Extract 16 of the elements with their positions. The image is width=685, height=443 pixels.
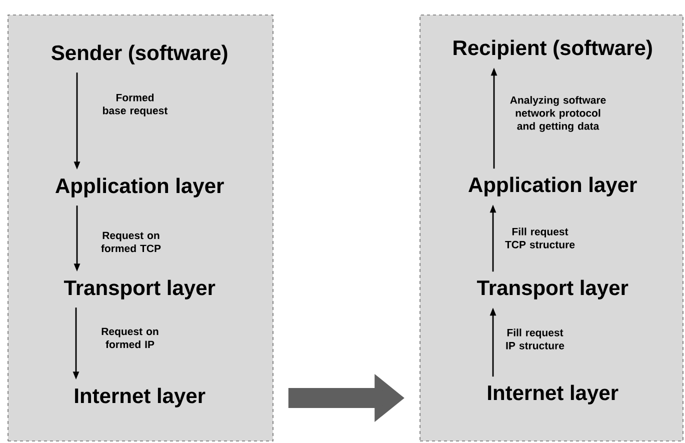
layer-label: Internet layer (75, 388, 206, 408)
layer-label: Recipient (software) (454, 40, 652, 60)
edge-label: Fill request IP structure (506, 328, 564, 350)
panel (8, 14, 274, 442)
layer-label: Transport layer (476, 280, 628, 300)
layer-label: Application layer (56, 178, 224, 198)
layer-label: Transport layer (64, 280, 216, 300)
edge-label: Analyzing software network protocol and getting data (510, 96, 606, 132)
edge-label: Formed base request (103, 94, 168, 116)
panel (420, 14, 684, 442)
edge-label: Request on formed IP (102, 328, 158, 348)
layer-label: Sender (software) (52, 44, 228, 64)
edge-label: Request on formed TCP (101, 232, 161, 252)
layer-label: Application layer (468, 176, 637, 196)
edge-label: Fill request TCP structure (505, 228, 575, 248)
layer-label: Internet layer (488, 384, 618, 404)
